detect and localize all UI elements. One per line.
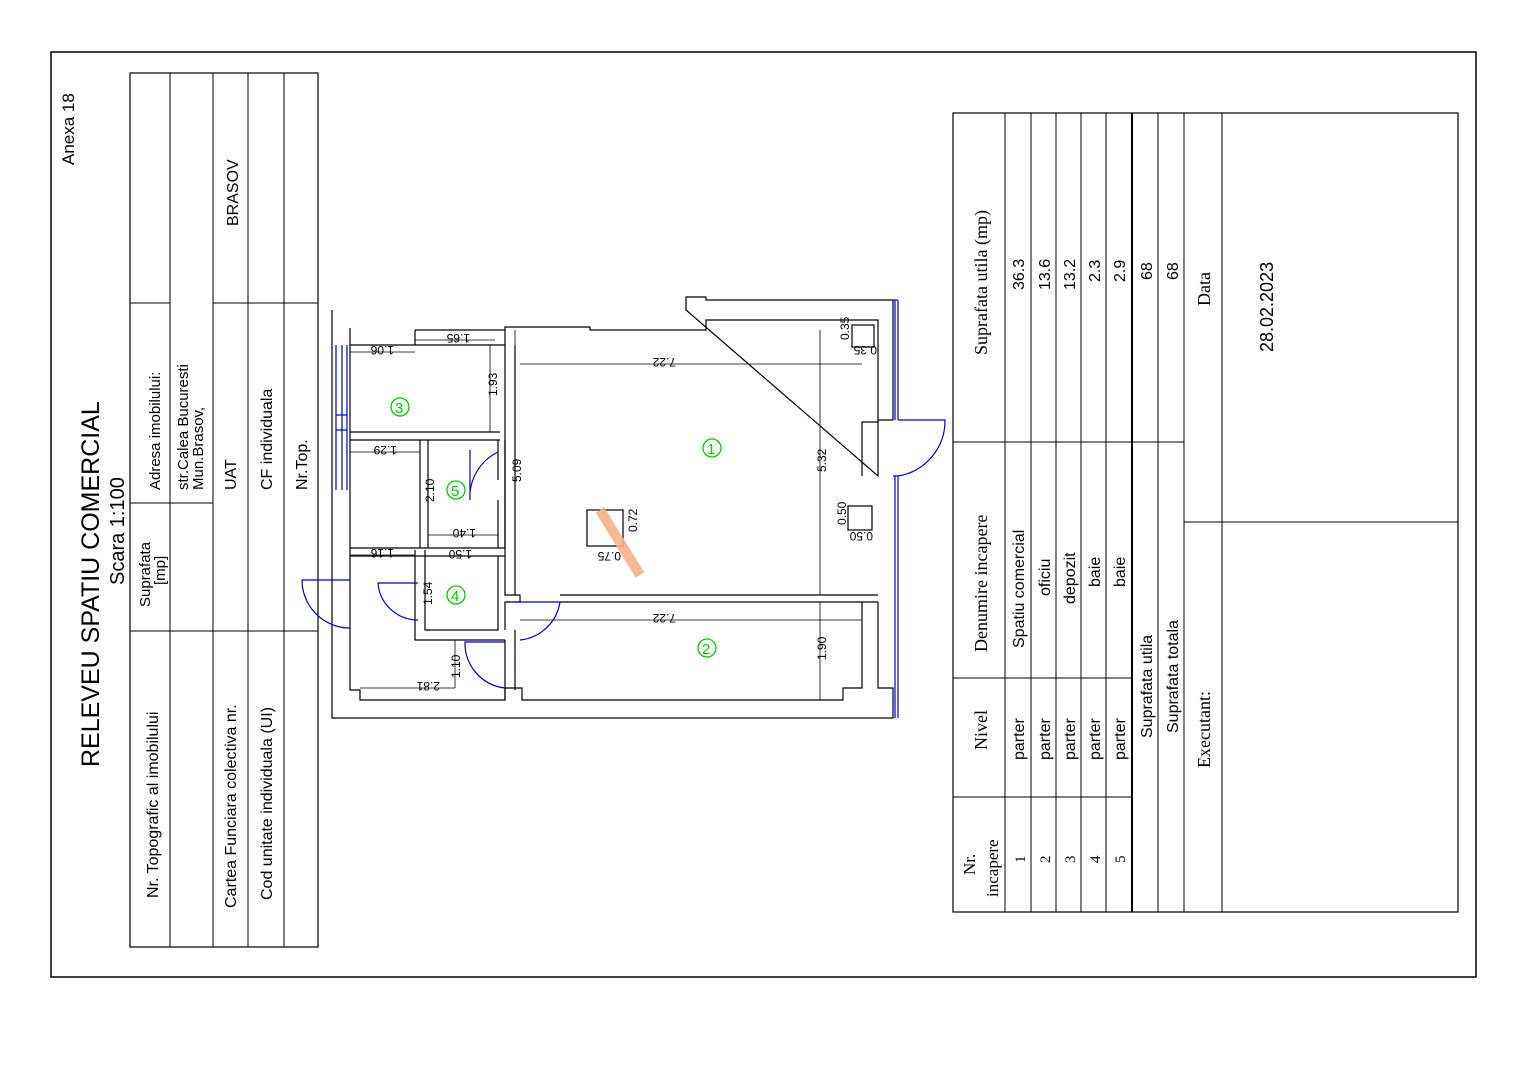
row4-suprafata: 2.3	[1087, 260, 1104, 282]
wall-1-2	[560, 594, 878, 603]
wall-5	[497, 440, 506, 548]
inner-wall	[349, 319, 879, 701]
doors	[301, 419, 946, 689]
room-label-2: 2	[702, 641, 710, 658]
dimension-texts: 7.22 5.32 5.09 7.22 1.90 1.93 1.65 1.06 …	[370, 316, 877, 693]
dim-106: 1.06	[370, 343, 394, 357]
room-label-1: 1	[707, 441, 715, 458]
outer-wall	[331, 296, 894, 719]
sheet-scale: Scara 1:100	[107, 477, 129, 585]
info-suprafata-unit: [mp]	[152, 556, 169, 585]
row3-nr: 3	[1063, 856, 1079, 864]
row3-denumire: depozit	[1062, 552, 1079, 604]
info-cartea-label: Cartea Funciara colectiva nr.	[223, 704, 240, 908]
data-value: 28.02.2023	[1257, 262, 1277, 352]
row1-denumire: Spatiu comercial	[1011, 530, 1028, 648]
row4-nr: 4	[1088, 855, 1104, 863]
wall-1-left	[504, 345, 521, 630]
row2-nr: 2	[1038, 856, 1054, 864]
dim-035a: 0.35	[838, 316, 852, 340]
hdr-suprafata: Suprafata utila (mp)	[971, 210, 992, 355]
info-nrtop-label: Nr.Top.	[294, 439, 311, 490]
sheet-title: RELEVEU SPATIU COMERCIAL	[77, 401, 105, 767]
dim-154: 1.54	[421, 581, 435, 605]
room-labels: 1 2 3 4 5	[390, 397, 722, 658]
dim-722-top: 7.22	[652, 355, 676, 369]
dim-129: 1.29	[373, 443, 397, 457]
window-left	[335, 345, 348, 490]
dim-165: 1.65	[446, 331, 470, 345]
dim-150: 1.50	[448, 547, 472, 561]
dim-281: 2.81	[416, 679, 440, 693]
row5-denumire: baie	[1112, 557, 1129, 587]
dim-190: 1.90	[815, 636, 829, 660]
dim-110: 1.10	[449, 654, 463, 678]
dim-193: 1.93	[486, 372, 500, 396]
row5-nr: 5	[1113, 856, 1129, 864]
shaft-mid	[847, 505, 873, 531]
row5-nivel: parter	[1112, 718, 1129, 760]
row4-nivel: parter	[1087, 718, 1104, 760]
suprafata-utila-label: Suprafata utila	[1139, 635, 1156, 738]
sheet-frame	[50, 51, 1477, 978]
room-label-5: 5	[451, 483, 459, 500]
info-cod-label: Cod unitate individuala (UI)	[259, 707, 276, 900]
row1-nivel: parter	[1011, 718, 1028, 760]
info-adresa-label: Adresa imobilului:	[147, 372, 164, 490]
room-label-4: 4	[451, 588, 459, 605]
areas-table-text: Nr. incapere Nivel Denumire incapere Sup…	[960, 210, 1277, 897]
hdr-nivel: Nivel	[971, 710, 991, 750]
info-suprafata-label: Suprafata	[137, 541, 154, 607]
dimension-lines	[350, 330, 862, 700]
info-uat-label: UAT	[223, 459, 240, 490]
suprafata-utila-value: 68	[1139, 262, 1156, 280]
info-table: Nr. Topografic al imobilului Suprafata […	[129, 72, 319, 948]
dim-072: 0.72	[626, 508, 640, 532]
areas-table	[952, 112, 1459, 913]
dim-532: 5.32	[815, 448, 829, 472]
window-right	[893, 299, 899, 718]
annex-label: Anexa 18	[59, 93, 78, 165]
dim-509: 5.09	[510, 458, 524, 482]
row3-suprafata: 13.2	[1062, 259, 1079, 290]
row4-denumire: baie	[1087, 557, 1104, 587]
info-topografic-label: Nr. Topografic al imobilului	[145, 712, 162, 898]
dim-050b: 0.50	[849, 529, 873, 543]
executant-label: Executant:	[1194, 691, 1214, 768]
row2-nivel: parter	[1037, 718, 1054, 760]
dim-035b: 0.35	[853, 343, 877, 357]
column-hatch	[595, 507, 645, 578]
info-cf-label: CF individuala	[259, 389, 276, 490]
dim-210: 2.10	[423, 478, 437, 502]
row1-nr: 1	[1013, 856, 1029, 864]
row2-denumire: oficiu	[1037, 559, 1054, 596]
hdr-denumire: Denumire incapere	[971, 515, 991, 652]
hdr-nr2: incapere	[983, 839, 1002, 897]
wall-2-left	[504, 630, 516, 700]
info-adresa-line2: Mun.Brasov,	[190, 407, 207, 490]
row2-suprafata: 13.6	[1037, 259, 1054, 290]
dim-722-bottom: 7.22	[652, 611, 676, 625]
row3-nivel: parter	[1062, 718, 1079, 760]
row5-suprafata: 2.9	[1112, 260, 1129, 282]
room-label-3: 3	[395, 400, 403, 417]
suprafata-totala-label: Suprafata totala	[1165, 620, 1182, 733]
info-adresa-line1: str.Calea Bucuresti	[175, 364, 192, 490]
info-uat-value: BRASOV	[225, 159, 242, 226]
suprafata-totala-value: 68	[1165, 262, 1182, 280]
dim-140: 1.40	[452, 526, 476, 540]
floor-plan	[301, 296, 946, 719]
dim-050a: 0.50	[835, 501, 849, 525]
dim-075: 0.75	[597, 549, 621, 563]
wall-3-4	[350, 329, 505, 557]
hdr-nr: Nr.	[960, 854, 979, 875]
dim-116: 1.16	[370, 546, 394, 560]
row1-suprafata: 36.3	[1011, 259, 1028, 290]
data-label: Data	[1194, 272, 1214, 306]
shaft-top	[851, 324, 875, 348]
